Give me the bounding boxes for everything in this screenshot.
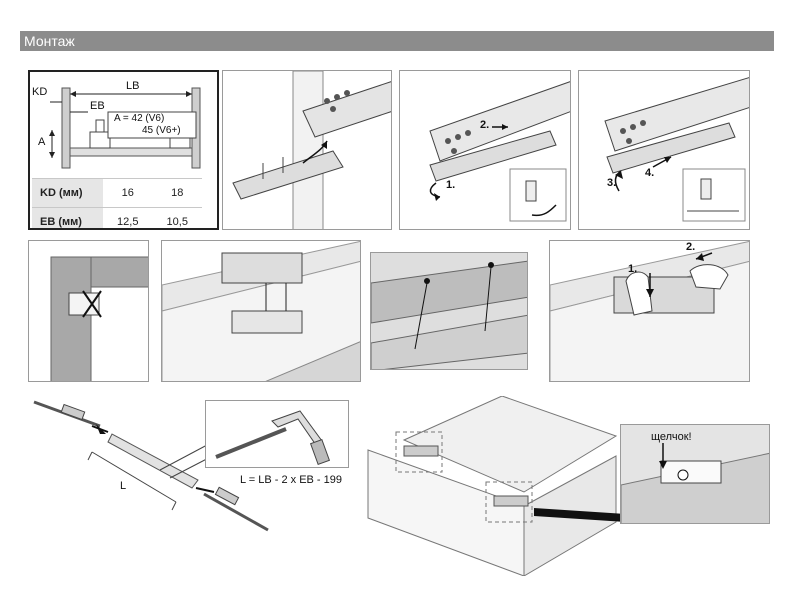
release-drawing bbox=[604, 77, 749, 222]
header-bar: Монтаж bbox=[20, 31, 774, 51]
click-detail-panel bbox=[620, 424, 770, 524]
coupling-detail-drawing bbox=[371, 253, 527, 369]
row-label-kd: KD (мм) bbox=[32, 178, 103, 208]
step-number: 1. bbox=[628, 263, 638, 275]
a-value-v6: A = 42 (V6) bbox=[114, 113, 165, 124]
rod-length-formula: L = LB - 2 x EB - 199 bbox=[240, 474, 343, 486]
drawer-cross-section-drawing bbox=[49, 87, 201, 169]
runner-mount-panel bbox=[222, 70, 392, 230]
a-value-v6plus: 45 (V6+) bbox=[142, 125, 181, 136]
table-cell: 16 bbox=[103, 178, 153, 208]
front-lock-drawing bbox=[429, 81, 570, 222]
step-number: 4. bbox=[645, 167, 655, 179]
coupling-overview-panel bbox=[161, 240, 361, 382]
step-panel-3-4: 3. 4. bbox=[578, 70, 750, 230]
dimension-table: KD (мм) 16 18 EB (мм) 12,5 10,5 bbox=[32, 178, 202, 228]
rod-length-label: L bbox=[120, 480, 127, 492]
kd-label: KD bbox=[32, 86, 48, 98]
step-number: 3. bbox=[607, 177, 617, 189]
coupling-overview-drawing bbox=[162, 241, 360, 381]
eb-label: EB bbox=[90, 100, 105, 112]
incorrect-placement-drawing bbox=[50, 256, 148, 381]
table-cell: 18 bbox=[152, 178, 202, 208]
table-cell: 10,5 bbox=[152, 207, 202, 228]
hand-press-drawing bbox=[550, 241, 749, 381]
row-label-eb: EB (мм) bbox=[32, 207, 103, 228]
coupling-detail-panel bbox=[370, 252, 528, 370]
page-title: Монтаж bbox=[24, 33, 75, 49]
rod-cutting-panel bbox=[205, 400, 349, 468]
step-number: 2. bbox=[480, 119, 490, 131]
a-label: A bbox=[38, 136, 46, 148]
click-sound-label: щелчок! bbox=[651, 431, 692, 443]
table-row: EB (мм) 12,5 10,5 bbox=[32, 207, 202, 228]
step-number: 2. bbox=[686, 241, 696, 253]
step-panel-1-2: 1. 2. bbox=[399, 70, 571, 230]
lb-label: LB bbox=[126, 80, 140, 92]
click-detail-drawing bbox=[621, 425, 769, 523]
table-cell: 12,5 bbox=[103, 207, 153, 228]
hacksaw-drawing bbox=[215, 410, 331, 466]
runner-mount-drawing bbox=[232, 71, 391, 229]
drawer-overview-drawing bbox=[367, 396, 620, 576]
incorrect-placement-panel bbox=[28, 240, 149, 382]
dimension-panel: KD LB EB A A = 42 (V6) 45 (V6+) KD (мм) … bbox=[28, 70, 219, 230]
step-number: 1. bbox=[446, 179, 456, 191]
step-panel-hand: 1. 2. bbox=[549, 240, 750, 382]
table-row: KD (мм) 16 18 bbox=[32, 178, 202, 208]
